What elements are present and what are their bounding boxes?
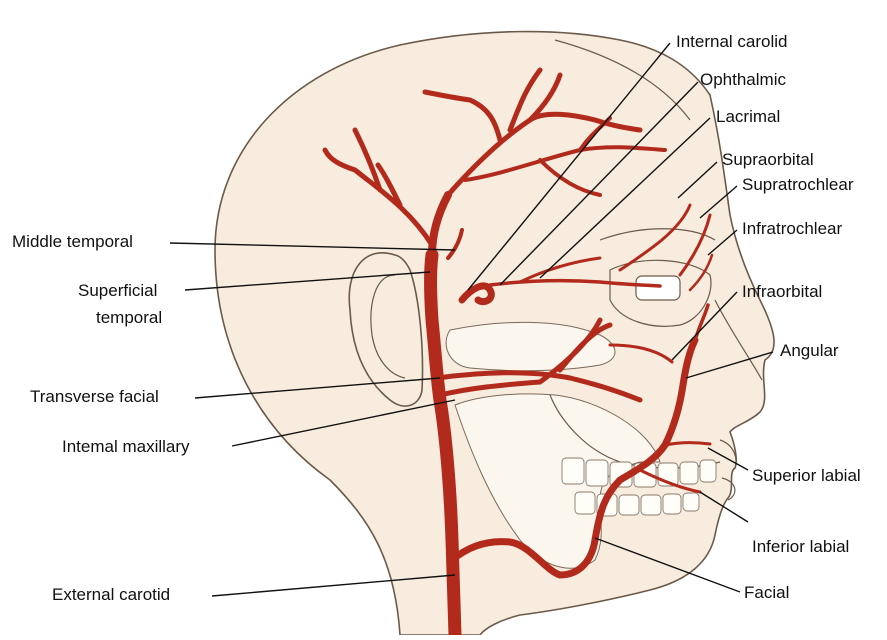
label-internal-carotid: Internal carolid — [676, 32, 788, 52]
label-inferior-labial: Inferior labial — [752, 537, 849, 557]
label-superficial-temporal-line2: temporal — [96, 308, 162, 328]
label-ophthalmic: Ophthalmic — [700, 70, 786, 90]
label-superior-labial: Superior labial — [752, 466, 861, 486]
label-supraorbital: Supraorbital — [722, 150, 814, 170]
label-facial: Facial — [744, 583, 789, 603]
label-angular: Angular — [780, 341, 839, 361]
label-infraorbital: Infraorbital — [742, 282, 822, 302]
label-supratrochlear: Supratrochlear — [742, 175, 854, 195]
label-transverse-facial: Transverse facial — [30, 387, 159, 407]
label-infratrochlear: Infratrochlear — [742, 219, 842, 239]
label-internal-maxillary: Intemal maxillary — [62, 437, 190, 457]
lower-teeth — [575, 492, 699, 516]
label-middle-temporal: Middle temporal — [12, 232, 133, 252]
label-superficial-temporal-line1: Superficial — [78, 281, 157, 301]
label-lacrimal: Lacrimal — [716, 107, 780, 127]
eye — [636, 276, 680, 300]
label-external-carotid: External carotid — [52, 585, 170, 605]
